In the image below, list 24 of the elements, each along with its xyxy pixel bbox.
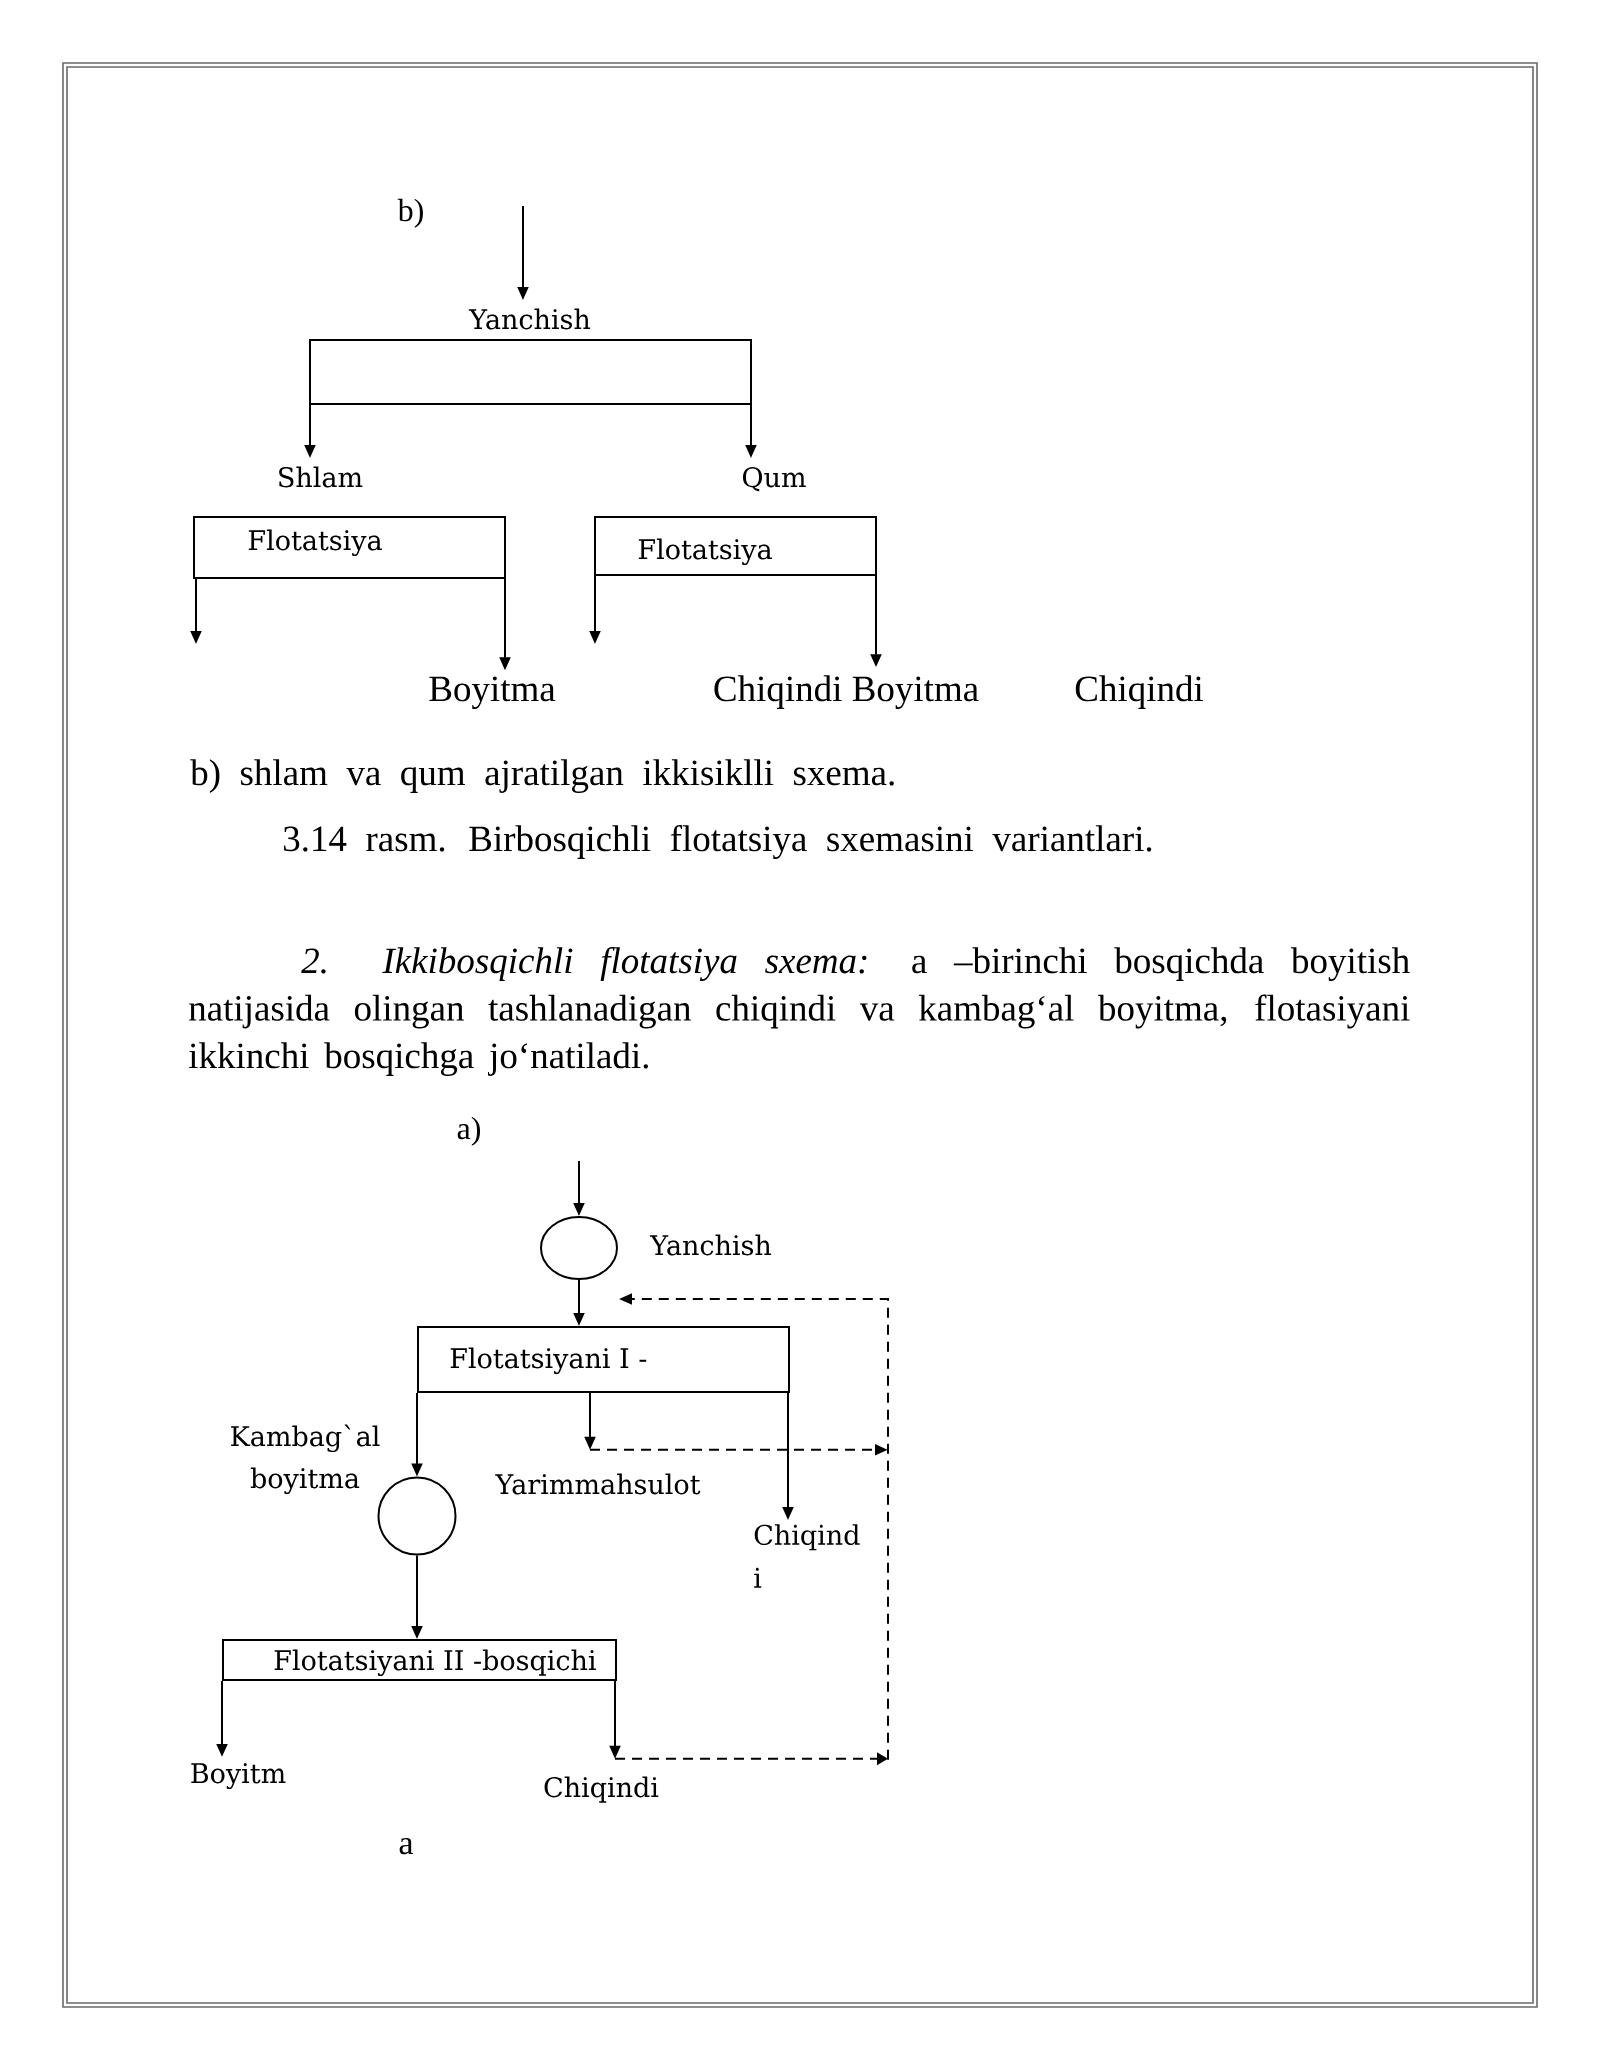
process-box: Flotatsiya (594, 516, 877, 576)
figure-subcaption: b) shlam va qum ajratilgan ikkisiklli sxema. (190, 759, 894, 793)
process-box: Flotatsiyani I - (417, 1326, 790, 1393)
process-circle (377, 1476, 457, 1556)
output-label: Chiqindi Boyitma (714, 675, 979, 709)
panel-label: b) (397, 198, 423, 228)
panel-label: a (399, 1838, 414, 1855)
output-label: Chiqind i (754, 1524, 860, 1588)
output-label: Boyitm (191, 1763, 286, 1790)
panel-label: a) (457, 1116, 481, 1146)
box-heading: Shlam (279, 466, 363, 488)
process-box: Flotatsiyani II -bosqichi (222, 1639, 617, 1681)
edge-label: Kambag`al boyitma (231, 1424, 380, 1494)
arrow (614, 1293, 889, 1766)
output-label: Yarimmahsulot (495, 1473, 701, 1495)
output-label: Boyitma (429, 676, 556, 709)
figure-caption: 3.14 rasm. Birbosqichli flotatsiya sxemasini variantlari. (283, 824, 1152, 859)
output-label: Chiqindi (544, 1776, 659, 1803)
box-heading: Yanchish (468, 308, 591, 330)
box-heading: Qum (742, 466, 806, 492)
process-box: Flotatsiya (193, 516, 506, 579)
body-paragraph: 2. Ikkibosqichli flotatsiya sxema: a –birinchi bosqichda boyitish natijasida olingan tashlanadigan chiqindi va kambag‘al boyitma, flotasiyani ikkinchi bosqichga jo‘natiladi. (189, 946, 1410, 1076)
circle-label: Yanchish (649, 1234, 772, 1256)
output-label: Chiqindi (1075, 675, 1204, 709)
